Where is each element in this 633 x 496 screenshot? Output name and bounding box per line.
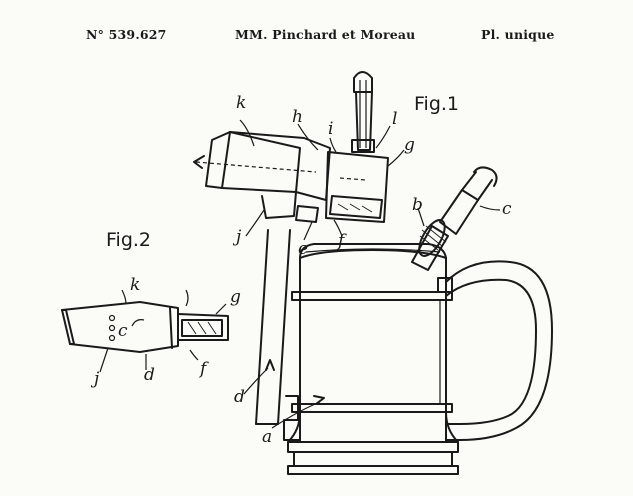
part-label-b: b [412, 195, 423, 215]
burner-assembly-k [193, 131, 331, 219]
inventors-name: MM. Pinchard et Moreau [235, 27, 416, 42]
filler-valve-b-c [411, 166, 498, 271]
patent-number: N° 539.627 [86, 27, 167, 42]
plate-label: Pl. unique [481, 27, 555, 42]
part-label-g: g [404, 135, 415, 155]
part-label-f: f [336, 231, 347, 251]
figure-2-drawing: Fig.2 k g c j d f [61, 229, 241, 389]
part-label-i: i [328, 119, 333, 139]
fig2-label-g: g [230, 287, 241, 307]
fig2-label-d: d [144, 365, 155, 385]
figure-1-drawing: Fig.1 k h i l g j e f b c d a [193, 71, 553, 475]
fuel-reservoir-g [295, 71, 389, 223]
figure-2-title: Fig.2 [106, 229, 151, 251]
leader-lines-fig1 [239, 119, 501, 429]
vessel-body-a [287, 243, 459, 475]
fig2-label-c: c [118, 321, 128, 341]
handle-loop [437, 260, 553, 441]
part-label-l: l [392, 109, 397, 129]
part-label-a: a [262, 427, 272, 447]
part-label-d: d [234, 387, 245, 407]
part-label-k: k [236, 93, 246, 113]
part-label-e: e [298, 239, 308, 259]
fig2-label-f: f [198, 359, 209, 379]
part-label-j: j [232, 227, 242, 247]
part-label-c: c [502, 199, 512, 219]
vertical-tube-d [255, 229, 301, 441]
fig2-label-k: k [130, 275, 140, 295]
figure-1-title: Fig.1 [414, 93, 459, 115]
fig2-label-j: j [90, 369, 100, 389]
part-label-h: h [292, 107, 303, 127]
